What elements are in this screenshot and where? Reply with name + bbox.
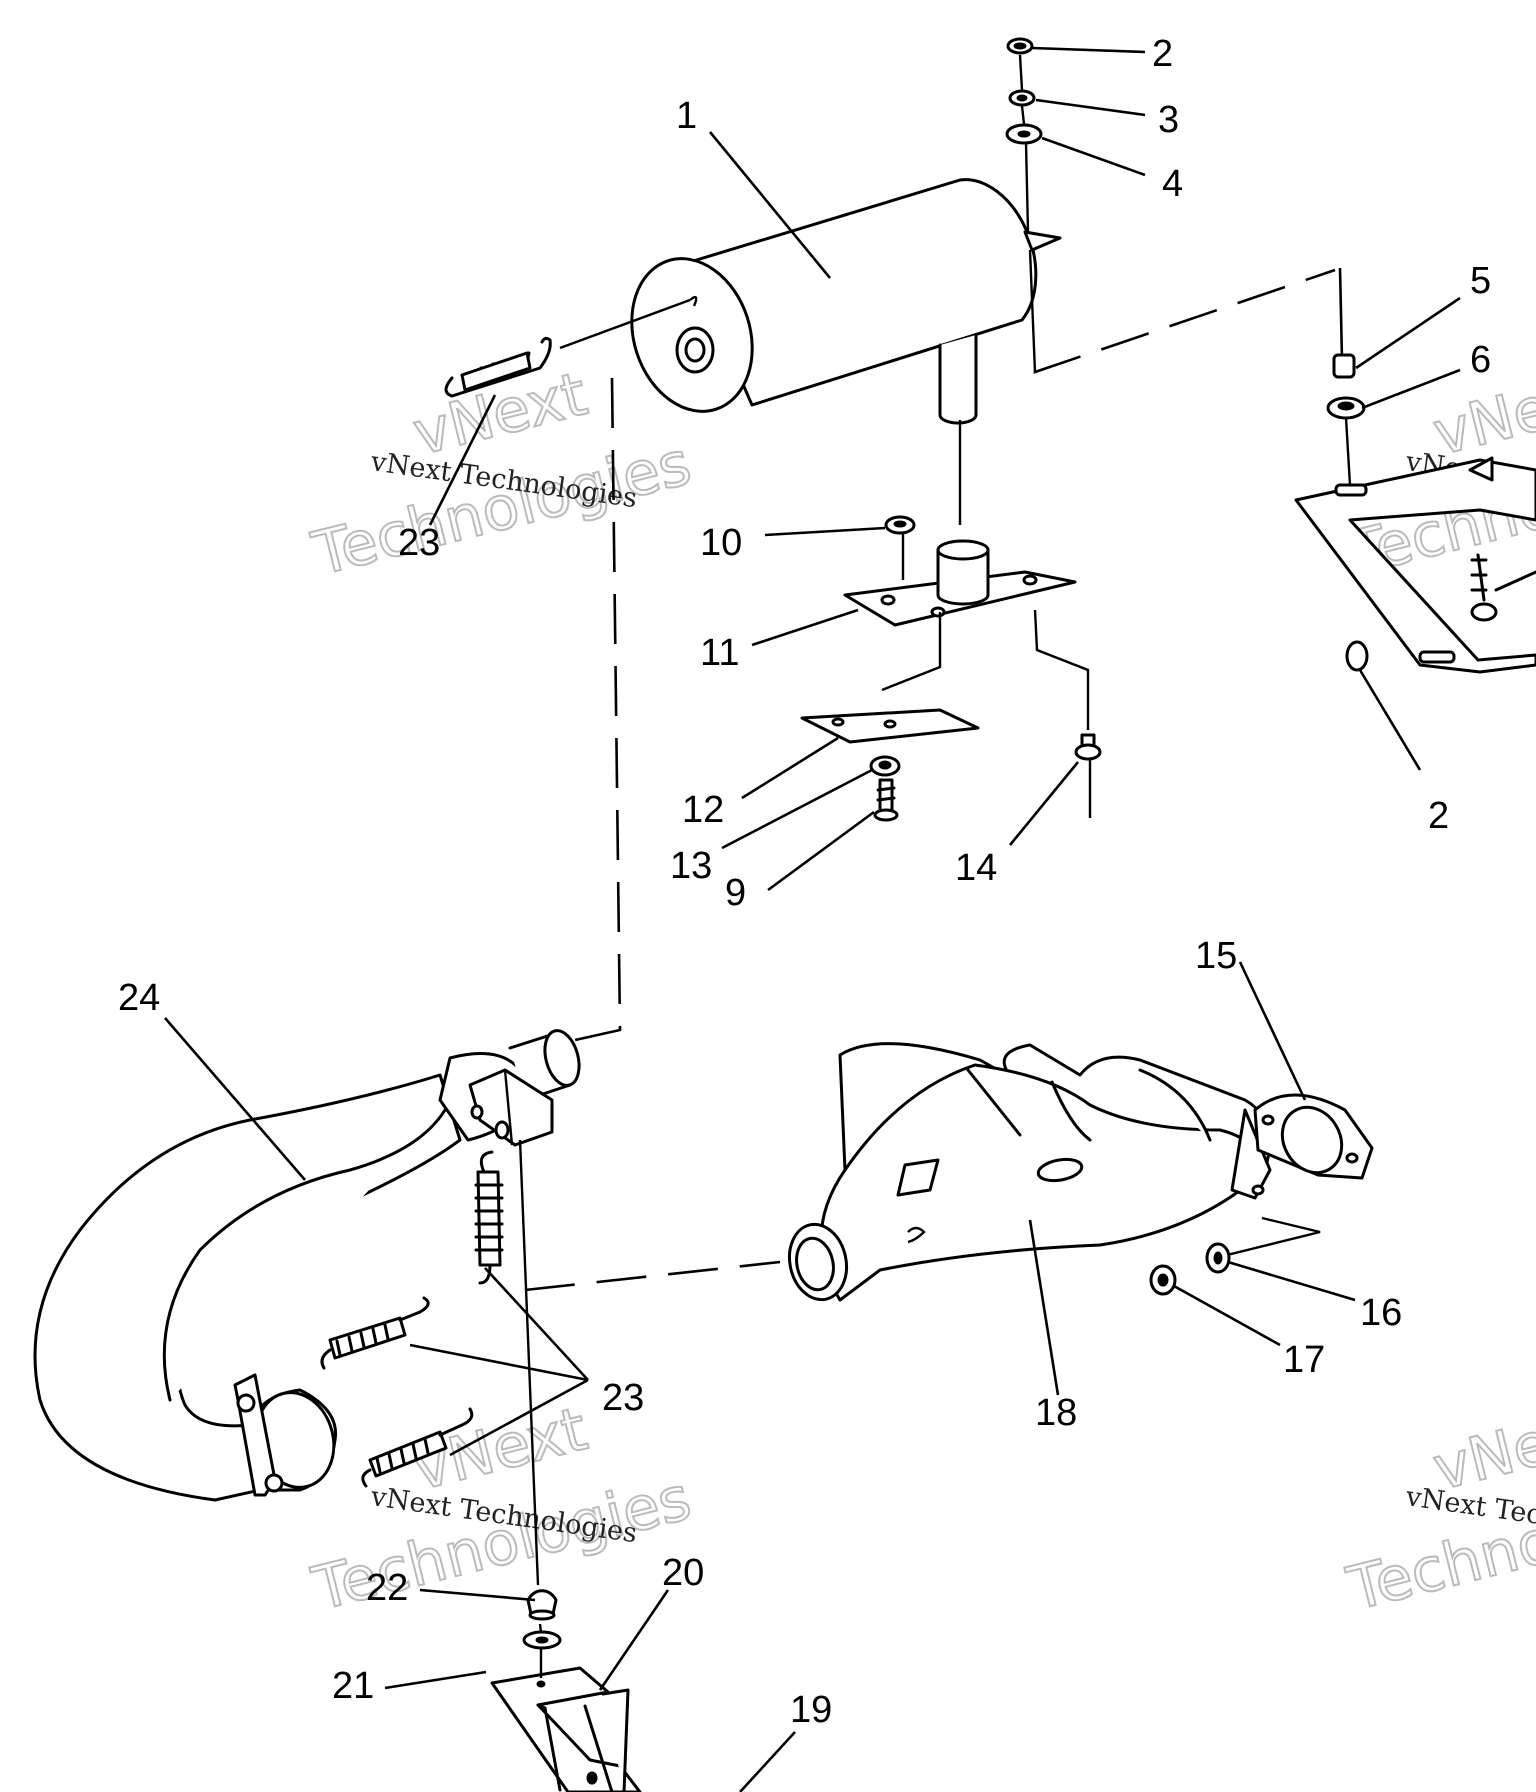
- callout-9: 9: [725, 872, 746, 914]
- callout-2-right: 2: [1428, 795, 1449, 837]
- callout-23-top: 23: [398, 522, 440, 564]
- callout-labels: 1 2 3 4 5 6 2 9 10 11 12 13 14 15 16 17 …: [118, 33, 1491, 1731]
- lower-plate-fasteners: [800, 708, 1102, 822]
- exhaust-pipe-24: [33, 1029, 581, 1502]
- callout-17: 17: [1283, 1339, 1325, 1381]
- lower-mounting-bracket: [490, 1139, 642, 1792]
- callout-14: 14: [955, 847, 997, 889]
- callout-19: 19: [790, 1689, 832, 1731]
- callout-6: 6: [1470, 339, 1491, 381]
- callout-leader-lines: [164, 46, 1461, 1792]
- callout-5: 5: [1470, 260, 1491, 302]
- spring-23-vertical: [474, 1150, 504, 1285]
- watermark-group-right-bottom: vNext Technologies vNext Technologies: [1340, 1393, 1536, 1626]
- spacer-5: [1332, 353, 1356, 379]
- spring-23-top: [444, 298, 691, 398]
- watermark-brand-bottom: Technologies: [306, 428, 698, 589]
- muffler-to-pipe-guide: [574, 377, 622, 1042]
- top-fastener-stack: [1005, 37, 1043, 233]
- callout-23-bottom: 23: [602, 1377, 644, 1419]
- manifold-fasteners: [1149, 1242, 1231, 1296]
- watermark-group-bottom: vNext Technologies vNext Technologies: [305, 1393, 699, 1626]
- spacer-grommet-stack: [1326, 353, 1366, 486]
- callout-2-top: 2: [1152, 33, 1173, 75]
- callout-13: 13: [670, 845, 712, 887]
- callout-15: 15: [1195, 935, 1237, 977]
- exhaust-manifold: [787, 1042, 1321, 1302]
- callout-24: 24: [118, 977, 160, 1019]
- muffler-mount-plate: [843, 420, 1090, 730]
- watermark-group-top: vNext Technologies vNext Technologies: [305, 358, 699, 591]
- grommet-22: [526, 1589, 558, 1616]
- muffler-part: [630, 178, 1062, 425]
- right-mounting-bracket: [1294, 456, 1536, 674]
- manifold-gasket-15: [1253, 1093, 1374, 1180]
- watermark-brand-bottom: Technologies: [306, 1463, 698, 1624]
- callout-3: 3: [1158, 99, 1179, 141]
- bolt-9: [876, 778, 896, 814]
- callout-11: 11: [700, 632, 739, 674]
- spring-23-middle: [320, 1296, 430, 1370]
- callout-12: 12: [682, 789, 724, 831]
- callout-18: 18: [1035, 1392, 1077, 1434]
- bracket-stud-guide: [1338, 267, 1344, 361]
- spring-23-lower: [361, 1407, 474, 1488]
- muffler-to-bracket-guide: [1033, 268, 1336, 374]
- pipe-to-manifold-guide: [524, 1260, 781, 1292]
- callout-4: 4: [1162, 163, 1183, 205]
- callout-16: 16: [1360, 1292, 1402, 1334]
- callout-22: 22: [366, 1567, 408, 1609]
- callout-20: 20: [662, 1552, 704, 1594]
- callout-1: 1: [676, 95, 697, 137]
- callout-21: 21: [332, 1665, 374, 1707]
- callout-10: 10: [700, 522, 742, 564]
